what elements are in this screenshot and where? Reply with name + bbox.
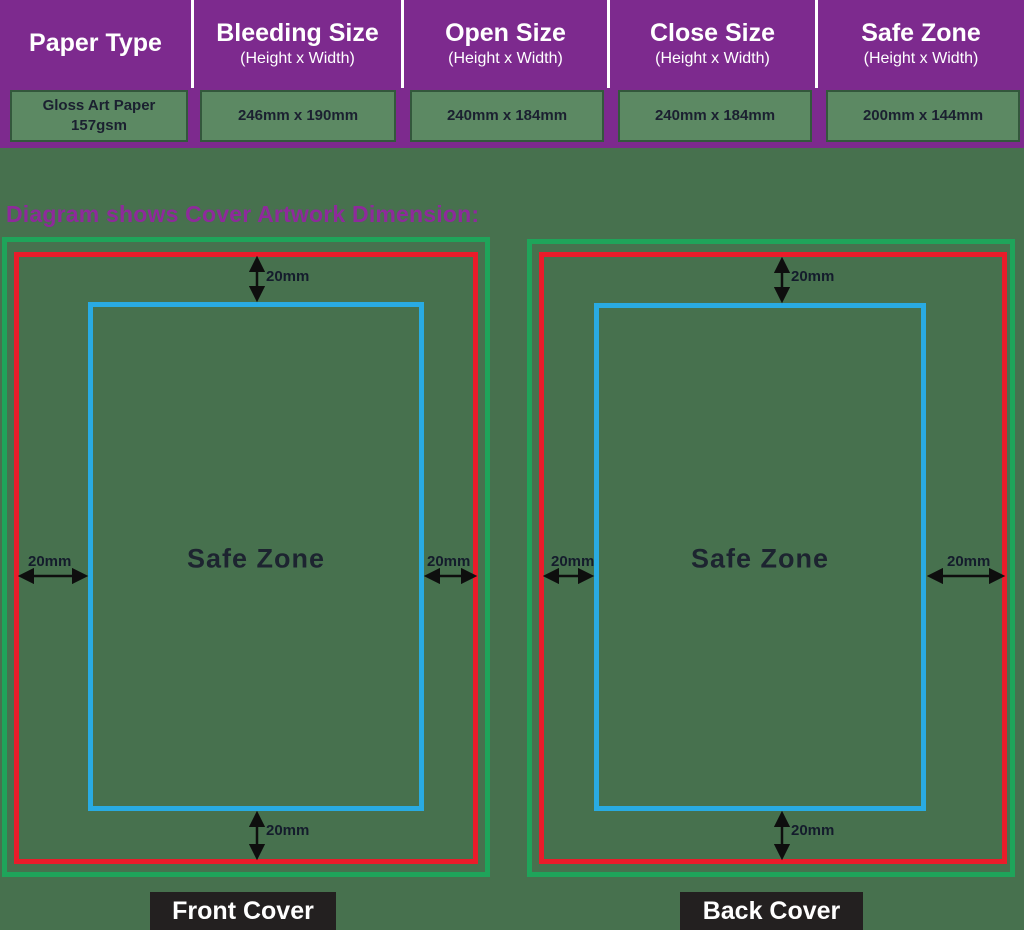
- front-bleed-rect: [2, 237, 490, 877]
- header-title: Bleeding Size: [216, 19, 379, 48]
- header-title: Close Size: [649, 19, 776, 48]
- front-trim-rect: [14, 252, 478, 864]
- value-bleeding-size: 246mm x 190mm: [200, 90, 396, 142]
- back-right-margin-label: 20mm: [947, 553, 991, 570]
- header-open-size: Open Size (Height x Width): [404, 0, 607, 88]
- header-safe-zone: Safe Zone (Height x Width): [818, 0, 1024, 88]
- header-subtitle: (Height x Width): [240, 49, 355, 67]
- header-subtitle: (Height x Width): [655, 49, 770, 67]
- back-safe-rect: [594, 303, 926, 811]
- front-left-margin-label: 20mm: [28, 553, 72, 570]
- back-bleed-rect: [527, 239, 1015, 877]
- column-divider: [191, 0, 194, 88]
- back-trim-rect: [539, 252, 1007, 864]
- header-subtitle: (Height x Width): [863, 49, 979, 67]
- front-cover-caption: Front Cover: [150, 892, 336, 930]
- header-title: Open Size: [445, 19, 566, 48]
- back-left-margin-label: 20mm: [551, 553, 595, 570]
- section-heading: Diagram shows Cover Artwork Dimension:: [6, 201, 480, 227]
- back-safe-zone-label: Safe Zone: [690, 543, 830, 574]
- back-bottom-margin-label: 20mm: [791, 822, 835, 839]
- back-top-margin-label: 20mm: [791, 268, 835, 285]
- header-bleeding-size: Bleeding Size (Height x Width): [194, 0, 401, 88]
- header-close-size: Close Size (Height x Width): [610, 0, 815, 88]
- header-paper-type: Paper Type: [0, 0, 191, 88]
- back-cover-caption: Back Cover: [680, 892, 863, 930]
- value-open-size: 240mm x 184mm: [410, 90, 604, 142]
- front-safe-rect: [88, 302, 424, 811]
- value-close-size: 240mm x 184mm: [618, 90, 812, 142]
- front-safe-zone-label: Safe Zone: [186, 543, 326, 574]
- front-bottom-margin-label: 20mm: [266, 822, 310, 839]
- header-title: Safe Zone: [861, 19, 981, 48]
- column-divider: [607, 0, 610, 88]
- header-subtitle: (Height x Width): [448, 49, 563, 67]
- spec-table: Paper Type Bleeding Size (Height x Width…: [0, 0, 1024, 148]
- front-top-margin-label: 20mm: [266, 268, 310, 285]
- header-title: Paper Type: [29, 29, 162, 58]
- value-safe-zone: 200mm x 144mm: [826, 90, 1020, 142]
- value-paper-type: Gloss Art Paper 157gsm: [10, 90, 188, 142]
- front-right-margin-label: 20mm: [427, 553, 471, 570]
- column-divider: [815, 0, 818, 88]
- column-divider: [401, 0, 404, 88]
